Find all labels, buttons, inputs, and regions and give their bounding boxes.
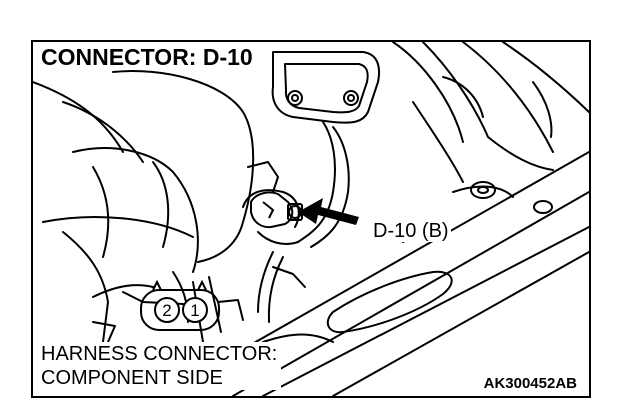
pin-label: 1 [190, 301, 199, 320]
harness-caption-line2: COMPONENT SIDE [41, 367, 223, 389]
diagram-frame: 2 1 CONNECTOR: D-10 D-10 (B) HARNESS CON… [31, 40, 591, 398]
pin-label: 2 [162, 301, 171, 320]
connector-title: CONNECTOR: D-10 [39, 44, 257, 70]
sensor-component [250, 191, 303, 229]
harness-caption-line1: HARNESS CONNECTOR: [41, 343, 278, 365]
callout-arrow-icon [298, 198, 359, 225]
figure-code: AK300452AB [481, 375, 579, 392]
engine-illustration: 2 1 [33, 42, 589, 396]
harness-caption: HARNESS CONNECTOR: COMPONENT SIDE [41, 342, 282, 390]
connector-callout-label: D-10 (B) [371, 220, 451, 242]
connector-face: 2 1 [140, 279, 220, 331]
